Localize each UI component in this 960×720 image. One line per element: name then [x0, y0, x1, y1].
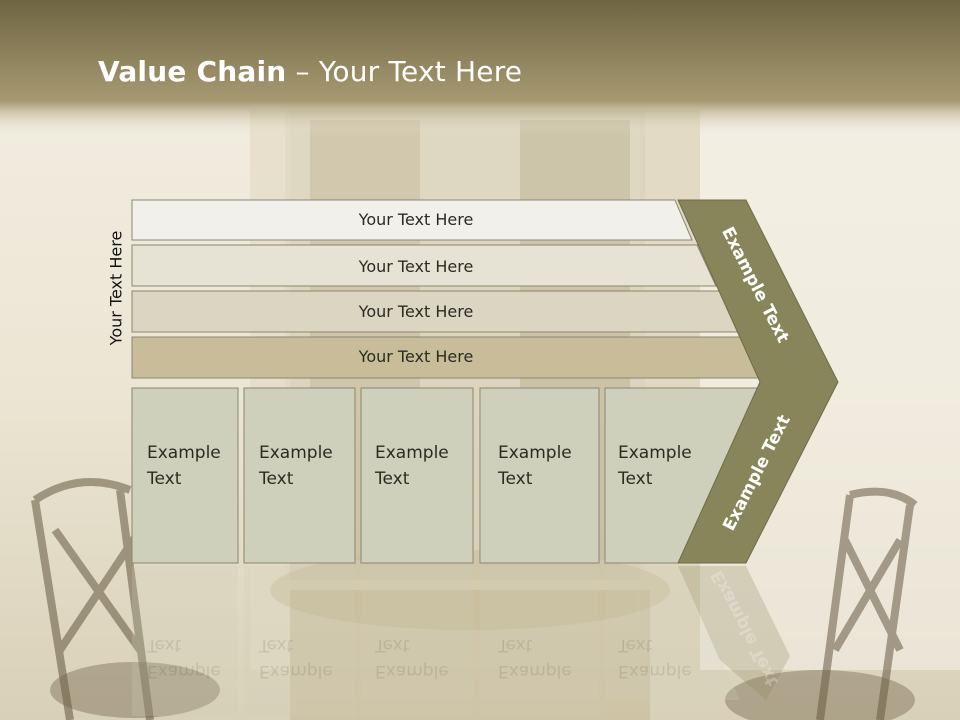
column-box-4: [479, 387, 600, 564]
row-label-1: Your Text Here: [358, 210, 474, 229]
row-label-2: Your Text Here: [358, 257, 474, 276]
chevron-arrow: [677, 199, 839, 564]
column-box-3: [360, 387, 474, 564]
title-bold: Value Chain: [98, 55, 287, 88]
slide-title: Value Chain – Your Text Here: [98, 55, 522, 88]
row-band-2: [131, 244, 717, 287]
row-band-1: [131, 199, 693, 241]
row-label-4: Your Text Here: [358, 347, 474, 366]
column-box-1: [131, 387, 239, 564]
title-rest: – Your Text Here: [286, 55, 523, 88]
column-box-2: [243, 387, 356, 564]
row-label-3: Your Text Here: [358, 302, 474, 321]
